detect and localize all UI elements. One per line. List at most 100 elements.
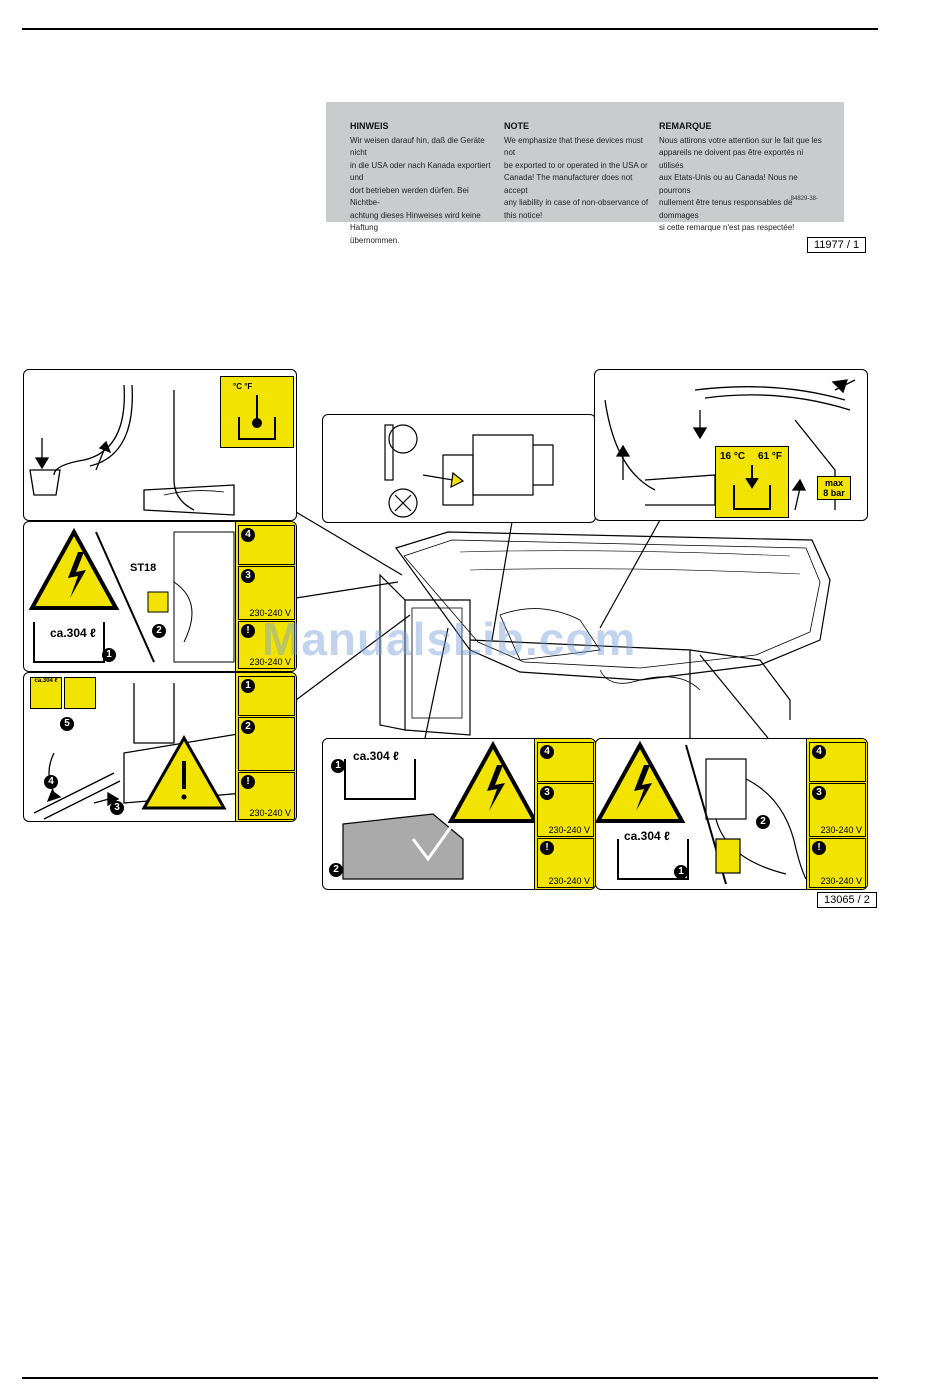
figure-2-label: 13065 / 2 [817, 892, 877, 908]
notice-line: dort betrieben werden dürfen. Bei Nichtb… [350, 185, 469, 208]
voltage-label: 230-240 V [249, 657, 291, 667]
volume-label: ca.304 ℓ [353, 749, 399, 763]
notice-line: appareils ne doivent pas être exportés n… [659, 148, 804, 170]
notice-line: any liability in case of non-observance … [504, 198, 649, 207]
step-4-switch-cell: 4 [809, 742, 866, 782]
switch-steps-strip: 4 3 230-240 V ! 230-240 V [806, 739, 867, 889]
voltage-label: 230-240 V [548, 825, 590, 835]
voltage-label: 230-240 V [249, 608, 291, 618]
step-3-badge: 3 [241, 569, 255, 583]
notice-code: 84829-38- [790, 196, 818, 202]
drain-valve-illustration [33, 683, 245, 820]
step-4-switch-cell: 4 [238, 525, 295, 565]
step-1-badge: 1 [241, 679, 255, 693]
step-1-badge: 1 [674, 865, 688, 879]
notice-french: REMARQUE Nous attirons votre attention s… [659, 120, 824, 235]
mini-empty-sign [64, 677, 96, 709]
warning-plug-cell: ! 230-240 V [809, 838, 866, 888]
figure-1-label: 11977 / 1 [807, 237, 867, 253]
step-2-badge: 2 [756, 815, 770, 829]
step-1-badge: 1 [102, 648, 116, 662]
notice-line: in die USA oder nach Kanada exportiert u… [350, 160, 491, 183]
notice-line: achtung dieses Hinweises wird keine Haft… [350, 210, 481, 233]
step-3-badge: 3 [812, 786, 826, 800]
switch-steps-strip: 1 2 ! 230-240 V [235, 673, 296, 821]
attention-badge: ! [241, 624, 255, 638]
temp-units-label: °C °F [233, 382, 253, 391]
step-5-badge: 5 [60, 717, 74, 731]
high-voltage-warning-icon [28, 527, 235, 663]
step-4-badge: 4 [241, 528, 255, 542]
voltage-label: 230-240 V [548, 876, 590, 886]
step-2-badge: 2 [152, 624, 166, 638]
step-2-badge: 2 [241, 720, 255, 734]
water-temperature-sign: °C °F [220, 376, 294, 448]
mini-volume-sign: ca.304 ℓ [30, 677, 62, 709]
volume-value: ca.304 [624, 829, 661, 843]
wiring-illustration [596, 740, 807, 885]
notice-line: aux Etats-Unis ou au Canada! Nous ne pou… [659, 173, 798, 195]
notice-french-heading: REMARQUE [659, 121, 712, 131]
step-4-badge: 4 [44, 775, 58, 789]
notice-line: Wir weisen darauf hin, daß die Geräte ni… [350, 135, 485, 158]
notice-english-heading: NOTE [504, 121, 530, 131]
step-3-badge: 3 [540, 786, 554, 800]
notice-line: nullement être tenus responsables de dom… [659, 198, 793, 220]
attention-badge: ! [812, 841, 826, 855]
step-4-badge: 4 [812, 745, 826, 759]
step-3-plug-cell: 3 230-240 V [809, 783, 866, 837]
warning-plug-cell: ! 230-240 V [537, 838, 594, 888]
watermark: ManualsLib.com [262, 613, 637, 665]
mini-volume-label: ca.304 ℓ [34, 678, 58, 684]
voltage-label: 230-240 V [820, 876, 862, 886]
step-4-switch-cell: 4 [537, 742, 594, 782]
warning-plug-cell: ! 230-240 V [238, 772, 295, 820]
panel-drain-hose: °C °F [23, 369, 297, 521]
notice-line: Canada! The manufacturer does not accept [504, 173, 633, 195]
water-temperature-sign: 16 °C 61 °F [715, 446, 789, 518]
step-2-badge: 2 [329, 863, 343, 877]
panel-pump-detail [322, 414, 596, 523]
notice-line: si cette remarque n'est pas respectée! [659, 223, 795, 232]
voltage-label: 230-240 V [249, 808, 291, 818]
step-3-plug-cell: 3 230-240 V [238, 566, 295, 620]
step-1-switch-cell: 1 [238, 676, 295, 716]
attention-badge: ! [540, 841, 554, 855]
panel-drain-valve: ca.304 ℓ 5 4 3 1 2 ! 230-240 V [23, 672, 297, 822]
max-pressure-line2: 8 bar [823, 488, 845, 498]
attention-badge: ! [241, 775, 255, 789]
notice-line: We emphasize that these devices must not [504, 135, 644, 158]
volume-label: ca.304 ℓ [50, 626, 96, 640]
temp-fahrenheit-label: 61 °F [758, 451, 783, 462]
thermometer-icon [238, 395, 276, 440]
voltage-label: 230-240 V [820, 825, 862, 835]
water-inlet-illustration [604, 379, 856, 511]
top-rule [22, 28, 878, 30]
volume-label: ca.304 ℓ [624, 829, 670, 843]
max-pressure-line1: max [824, 478, 843, 488]
notice-line: be exported to or operated in the USA or [504, 160, 648, 170]
max-pressure-sign: max 8 bar [817, 476, 851, 500]
volume-value: ca.304 [353, 749, 390, 763]
switch-steps-strip: 4 3 230-240 V ! 230-240 V [534, 739, 595, 889]
notice-line: Nous attirons votre attention sur le fai… [659, 135, 822, 145]
st18-label: ST18 [130, 562, 157, 574]
warning-plug-cell: ! 230-240 V [238, 621, 295, 669]
notice-german: HINWEIS Wir weisen darauf hin, daß die G… [350, 120, 500, 247]
detergent-tank-illustration [342, 740, 539, 880]
step-3-badge: 3 [110, 801, 124, 815]
drain-hose-illustration [29, 384, 235, 516]
notice-english: NOTE We emphasize that these devices mus… [504, 120, 654, 222]
volume-value: ca.304 [50, 626, 87, 640]
step-3-plug-cell: 3 230-240 V [537, 783, 594, 837]
volume-unit: ℓ [90, 626, 96, 640]
volume-unit: ℓ [664, 829, 670, 843]
pump-detail-illustration [384, 424, 554, 518]
step-4-badge: 4 [540, 745, 554, 759]
export-notice-box: HINWEIS Wir weisen darauf hin, daß die G… [326, 102, 844, 245]
panel-wiring: ca.304 ℓ 1 2 4 3 230-240 V ! 230-240 V [595, 738, 868, 890]
notice-line: this notice! [504, 210, 543, 220]
temp-celsius-label: 16 °C [720, 451, 746, 462]
